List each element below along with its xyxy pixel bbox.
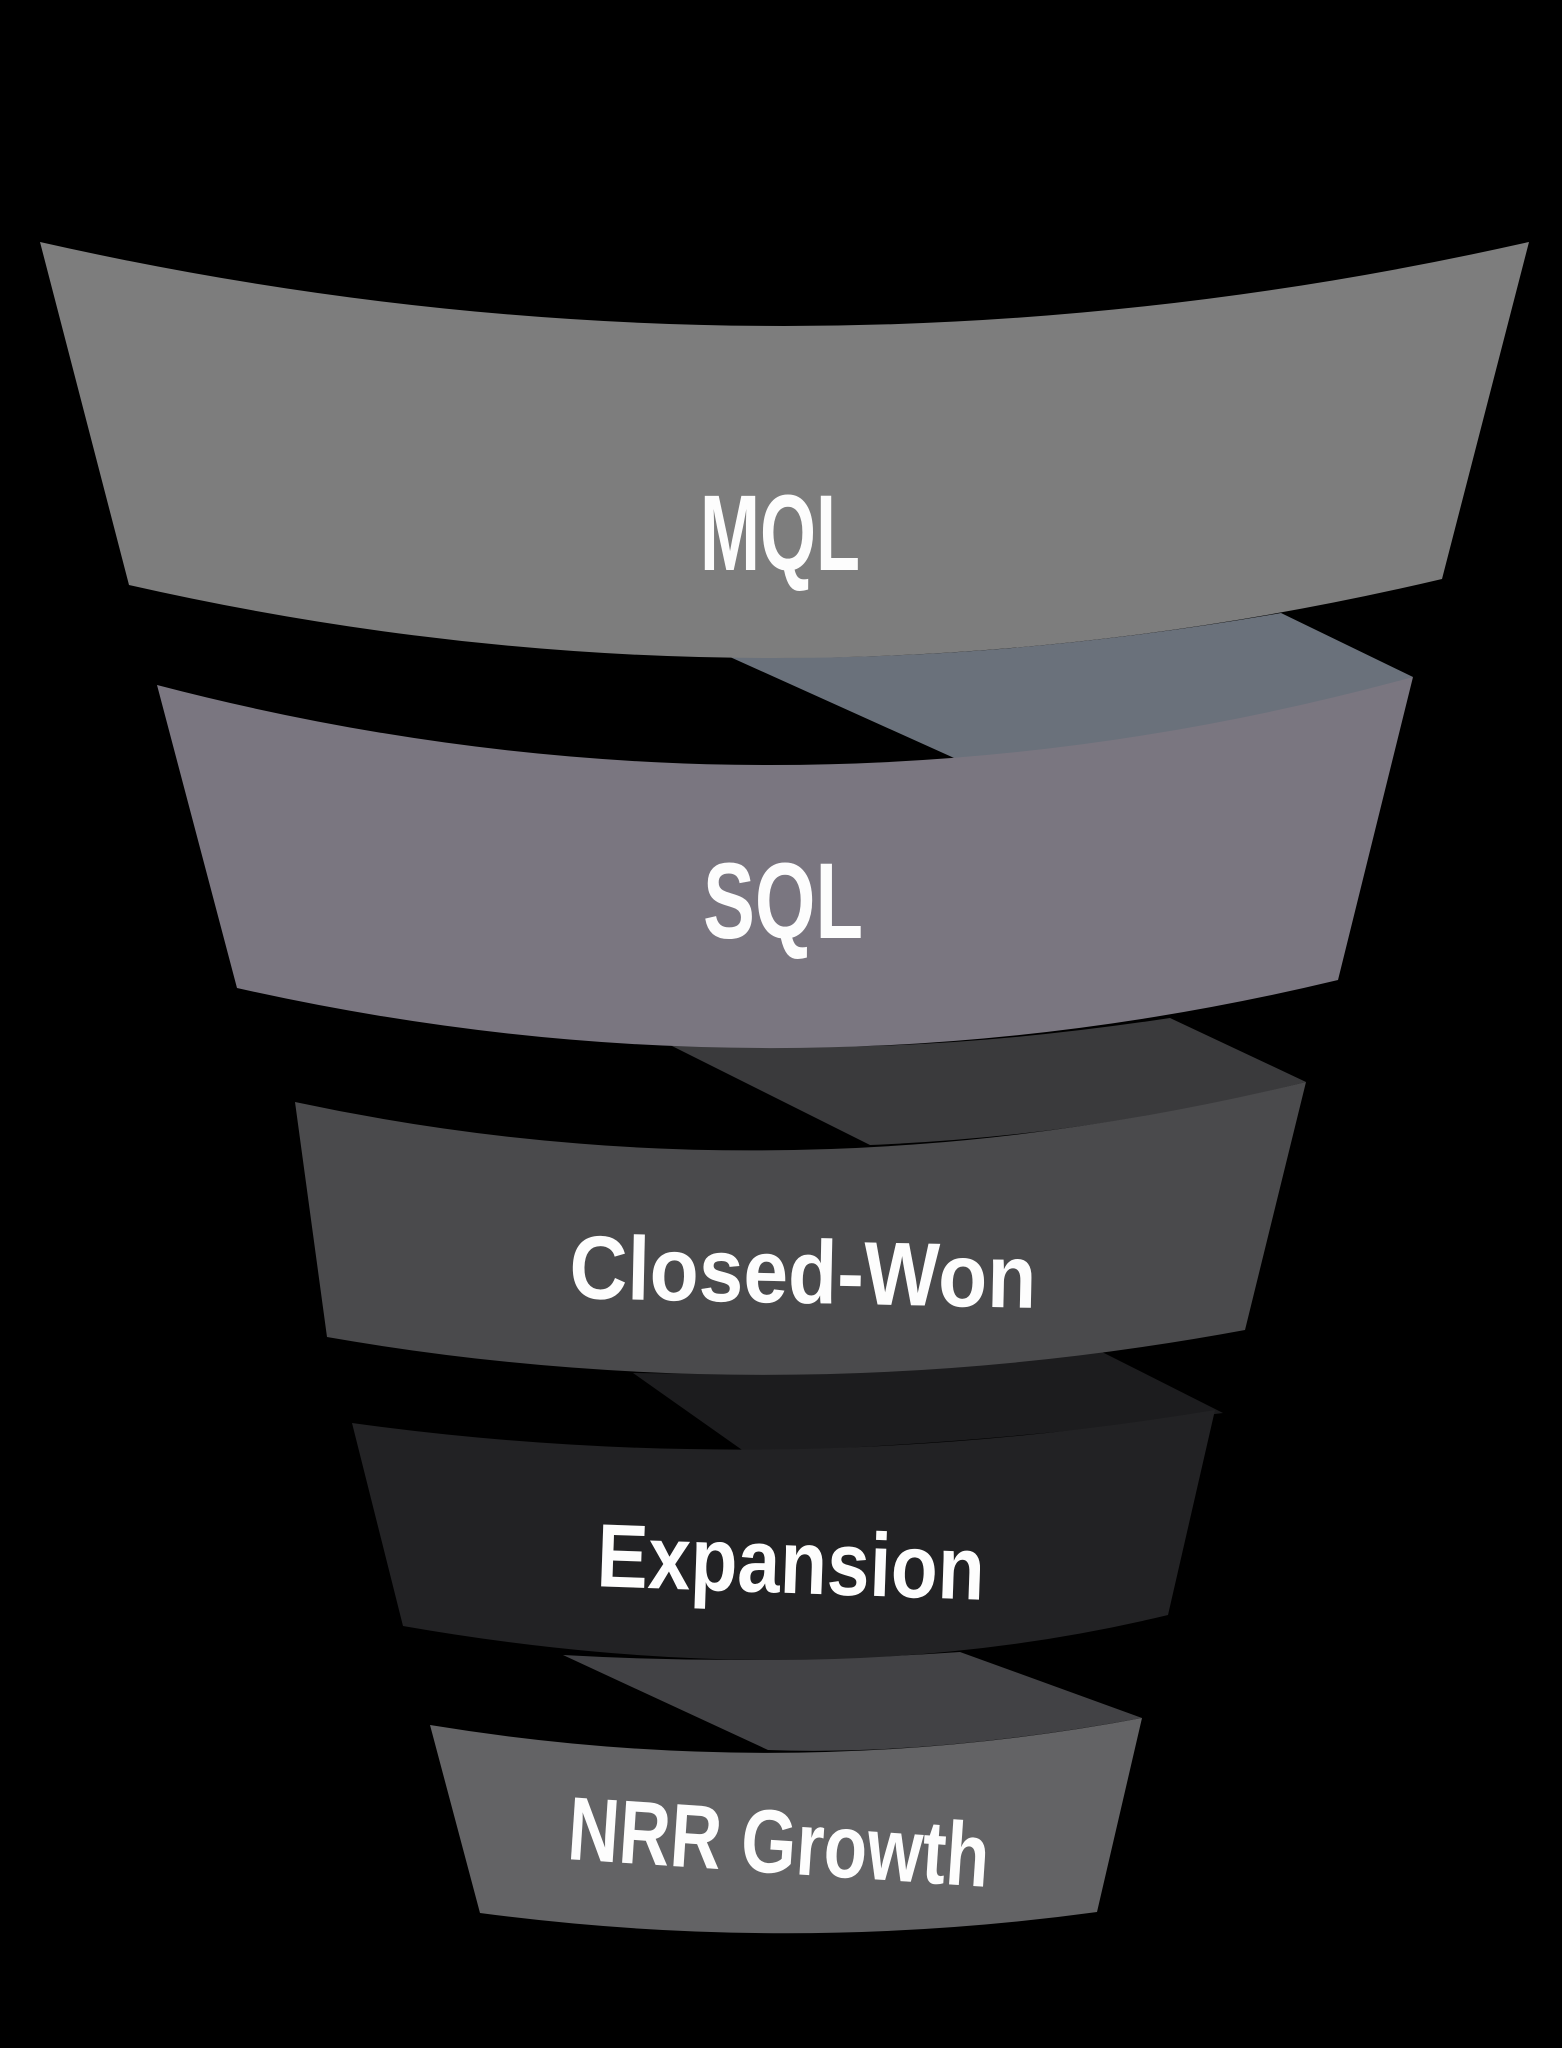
stage-label-sql: SQL [703, 840, 863, 961]
funnel-band-sql [157, 677, 1413, 1049]
stage-label-expansion: Expansion [595, 1506, 986, 1619]
funnel-band-mql [40, 242, 1529, 659]
funnel-band-nrr [430, 1718, 1142, 1934]
connector-sql-closedwon [660, 1018, 1306, 1145]
connector-closedwon-expansion [633, 1351, 1223, 1452]
stage-label-closedwon: Closed-Won [568, 1218, 1037, 1328]
stage-label-mql: MQL [700, 472, 860, 593]
connector-expansion-nrr [563, 1652, 1142, 1751]
funnel-band-expansion [352, 1410, 1215, 1660]
funnel-band-closedwon [295, 1082, 1306, 1375]
